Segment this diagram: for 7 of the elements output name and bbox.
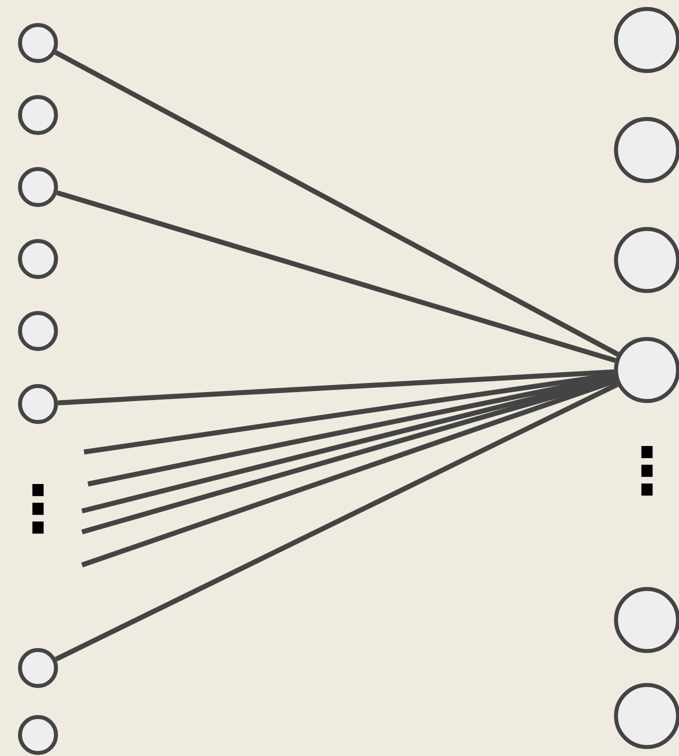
connector-line (54, 382, 618, 662)
connector-line (54, 50, 620, 357)
connector-line (56, 190, 616, 363)
connector-line (84, 372, 615, 454)
connector-line (58, 369, 614, 406)
vertical-ellipsis: ⋮ (615, 440, 679, 504)
vertical-ellipsis: ⋮ (6, 478, 70, 542)
